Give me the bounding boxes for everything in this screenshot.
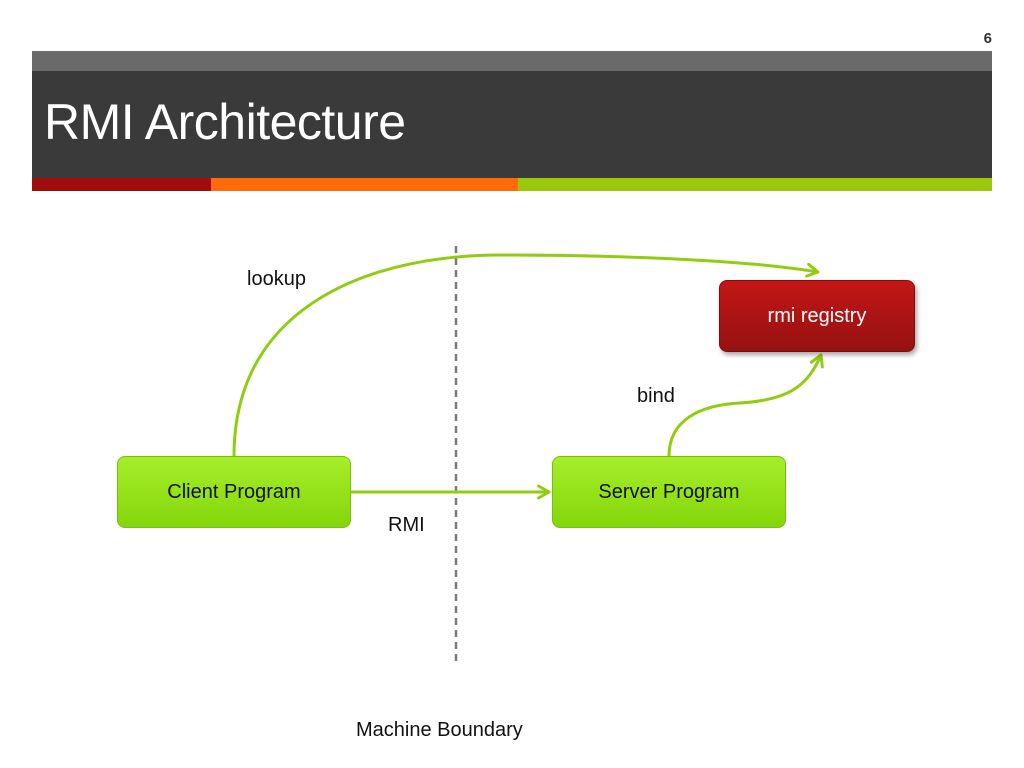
machine-boundary-label: Machine Boundary (356, 719, 523, 741)
lookup-arrow (232, 253, 820, 457)
accent-green-segment (518, 178, 992, 191)
bind-arrow (667, 353, 824, 457)
rmi-registry-node: rmi registry (719, 280, 915, 352)
lookup-label: lookup (247, 268, 306, 290)
client-program-node: Client Program (117, 456, 351, 528)
accent-orange-segment (211, 178, 518, 191)
slide-title: RMI Architecture (44, 94, 406, 150)
title-bar-top-strip (32, 51, 992, 71)
title-bar: RMI Architecture (32, 71, 992, 178)
bind-label: bind (637, 385, 675, 407)
page-number: 6 (983, 30, 992, 47)
accent-red-segment (32, 178, 211, 191)
accent-strip (32, 178, 992, 191)
server-program-node: Server Program (552, 456, 786, 528)
rmi-label: RMI (388, 514, 425, 536)
